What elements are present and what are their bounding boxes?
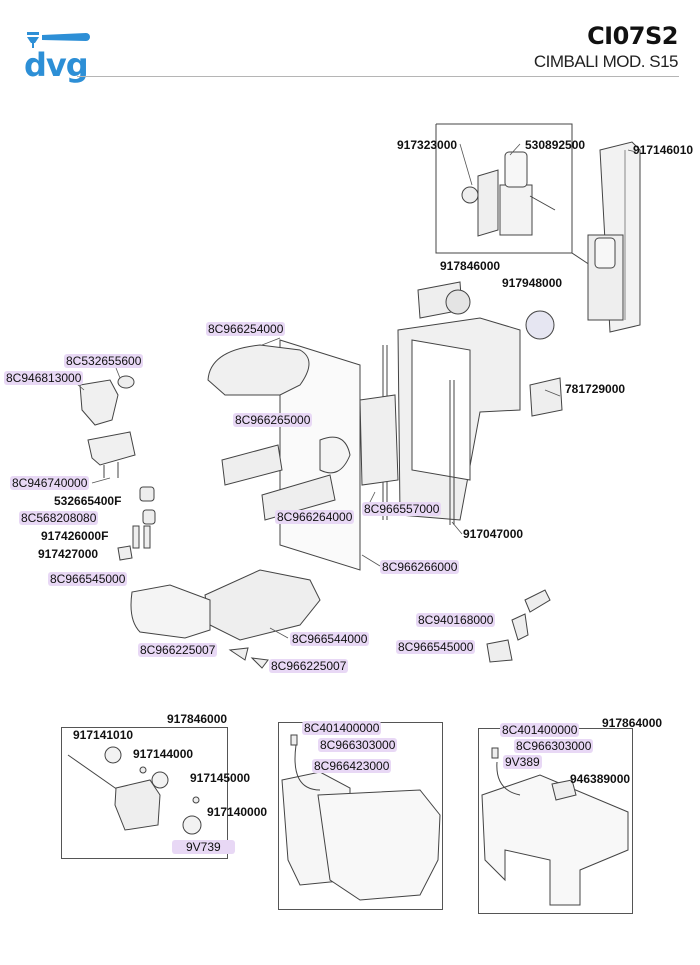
part-label-highlighted: 8C966225007 [269, 659, 349, 673]
part-label-highlighted: 8C940168000 [416, 613, 496, 627]
part-label-highlighted: 8C401400000 [500, 723, 580, 737]
part-label-highlighted: 8C946813000 [4, 371, 84, 385]
part-label-highlighted: 8C966303000 [514, 739, 594, 753]
inset-title: 917846000 [167, 712, 228, 726]
dispensing-group-drawing [79, 375, 156, 561]
motor-inset-drawing [435, 123, 591, 266]
part-label: 781729000 [565, 382, 626, 396]
gearbox-drawing [67, 746, 202, 835]
model-code: CI07S2 [587, 22, 678, 50]
part-label-highlighted: 8C966423000 [312, 759, 392, 773]
model-name: CIMBALI MOD. S15 [533, 52, 679, 71]
part-label-highlighted: 8C966264000 [275, 510, 355, 524]
part-label: 917427000 [38, 547, 99, 561]
part-label-highlighted: 9V739 [172, 840, 235, 854]
header-divider [77, 76, 679, 77]
steam-wand-drawing [486, 589, 551, 663]
part-label-highlighted: 8C966254000 [206, 322, 286, 336]
inset-title: 917864000 [602, 716, 663, 730]
part-label-highlighted: 8C532655600 [64, 354, 144, 368]
part-label: 946389000 [570, 772, 631, 786]
part-label: 530892500 [525, 138, 586, 152]
part-label: 917047000 [463, 527, 524, 541]
rail-drawing [587, 141, 641, 333]
part-label: 917144000 [133, 747, 194, 761]
part-label-highlighted: 8C966545000 [48, 572, 128, 586]
part-label: 917426000F [41, 529, 109, 543]
part-label-highlighted: 8C966544000 [290, 632, 370, 646]
part-label-highlighted: 8C966225007 [138, 643, 218, 657]
part-label: 917323000 [397, 138, 458, 152]
part-label-highlighted: 8C946740000 [10, 476, 90, 490]
part-label-highlighted: 8C401400000 [302, 721, 382, 735]
water-tank-a-drawing [281, 734, 441, 901]
part-label: 917145000 [190, 771, 251, 785]
part-label-highlighted: 8C568208080 [19, 511, 99, 525]
part-label-highlighted: 8C966557000 [362, 502, 442, 516]
part-label-highlighted: 8C966303000 [318, 738, 398, 752]
logo-text: dvg [24, 46, 89, 84]
part-label-highlighted: 8C966266000 [380, 560, 460, 574]
drip-tray-drawing [130, 569, 321, 669]
gearbox-inset-frame [61, 727, 228, 859]
water-tank-b-drawing [481, 747, 629, 906]
part-label: 532665400F [54, 494, 122, 508]
part-label: 917146010 [633, 143, 694, 157]
part-label-highlighted: 9V389 [503, 755, 542, 769]
frame-drawing [382, 281, 563, 525]
part-label-highlighted: 8C966265000 [233, 413, 313, 427]
portafilter-icon [27, 32, 90, 48]
part-label: 917141010 [73, 728, 134, 742]
part-label-highlighted: 8C966545000 [396, 640, 476, 654]
dvg-logo: dvg [24, 28, 96, 86]
part-label: 917948000 [502, 276, 563, 290]
part-label: 917140000 [207, 805, 268, 819]
part-label: 917846000 [440, 259, 501, 273]
